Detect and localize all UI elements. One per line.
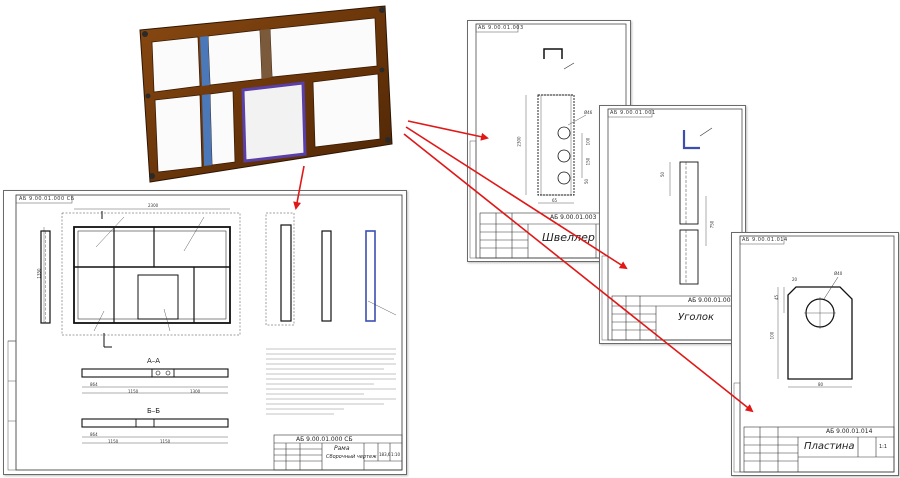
dim-section-b-1: 864: [90, 432, 98, 437]
dim-channel-spacing-2: 150: [585, 157, 591, 166]
sheet-corner-code: АБ 9.00.01.000 СБ: [19, 196, 75, 202]
dim-channel-spacing-3: 50: [584, 178, 590, 185]
frame-pane: [154, 94, 203, 173]
title-mass: 183,6: [379, 452, 391, 457]
assembly-drawing-sheet[interactable]: АБ 9.00.01.000 СБ 2300 1350 А–А Б–Б 864 …: [3, 190, 407, 475]
bolt: [149, 173, 155, 179]
title-part-name: Рама: [334, 445, 350, 452]
title-doc-code: АБ 9.00.01.003: [550, 214, 597, 221]
dim-section-a-1: 864: [90, 382, 98, 387]
dim-channel-hole: Ø46: [584, 110, 593, 115]
section-label-a: А–А: [147, 357, 161, 365]
blue-plate: [260, 29, 272, 79]
frame-pane-highlight: [241, 81, 307, 163]
sheet-corner-code: АБ 9.00.01.014: [742, 237, 788, 243]
dim-plate-width: 80: [818, 382, 824, 387]
title-doc-code: АБ 9.00.01.000 СБ: [296, 436, 353, 443]
dim-section-a-3: 1300: [190, 389, 201, 394]
dim-section-b-2: 1150: [108, 439, 119, 444]
title-scale: 1:1: [879, 444, 888, 450]
bolt: [145, 93, 151, 99]
dim-channel-width: 65: [552, 198, 558, 203]
title-part-name: Пластина: [804, 441, 855, 452]
title-doc-type: Сборочный чертеж: [326, 454, 377, 460]
assembly-drawing: [7, 194, 403, 471]
bolt: [142, 31, 148, 37]
frame-pane: [151, 36, 201, 93]
dim-plate-side: 45: [774, 294, 780, 301]
dim-plate-height: 100: [769, 331, 775, 340]
dim-section-a-2: 1150: [128, 389, 139, 394]
section-label-b: Б–Б: [147, 407, 161, 415]
frame-pane: [209, 90, 236, 166]
angle-drawing-sheet[interactable]: АБ 9.00.01.001 50 750 АБ 9.00.01.001 Уго…: [599, 105, 746, 344]
dim-angle-1: 50: [660, 171, 666, 178]
dim-channel-spacing-1: 100: [585, 137, 591, 146]
dim-section-b-3: 1150: [160, 439, 171, 444]
bolt: [379, 7, 385, 13]
bolt: [385, 137, 391, 143]
sheet-corner-code: АБ 9.00.01.003: [478, 25, 524, 31]
title-scale: 1:10: [391, 452, 400, 457]
angle-drawing: [601, 108, 743, 341]
sheet-corner-code: АБ 9.00.01.001: [610, 110, 656, 116]
bolt: [379, 67, 385, 73]
title-doc-code: АБ 9.00.01.014: [826, 428, 873, 435]
plate-drawing-sheet[interactable]: АБ 9.00.01.014 Ø40 20 45 100 80 АБ 9.00.…: [731, 232, 899, 476]
dim-plate-chamfer: 20: [792, 277, 798, 282]
title-doc-code: АБ 9.00.01.001: [688, 297, 735, 304]
frame-pane: [312, 73, 381, 148]
blue-plate: [200, 36, 210, 86]
dim-angle-2: 750: [709, 220, 715, 229]
dim-plate-hole: Ø40: [834, 271, 843, 276]
plate-drawing: [733, 235, 895, 473]
title-part-name: Швеллер: [542, 231, 595, 244]
frame-pane: [269, 17, 378, 78]
dim-overall-width: 2300: [148, 203, 159, 208]
blue-plate: [202, 94, 212, 166]
dim-overall-height: 1350: [36, 268, 42, 279]
frame-3d-model: [139, 5, 393, 183]
title-part-name: Уголок: [678, 312, 715, 323]
dim-channel-length: 2300: [516, 136, 522, 147]
frame-pane: [207, 29, 263, 86]
